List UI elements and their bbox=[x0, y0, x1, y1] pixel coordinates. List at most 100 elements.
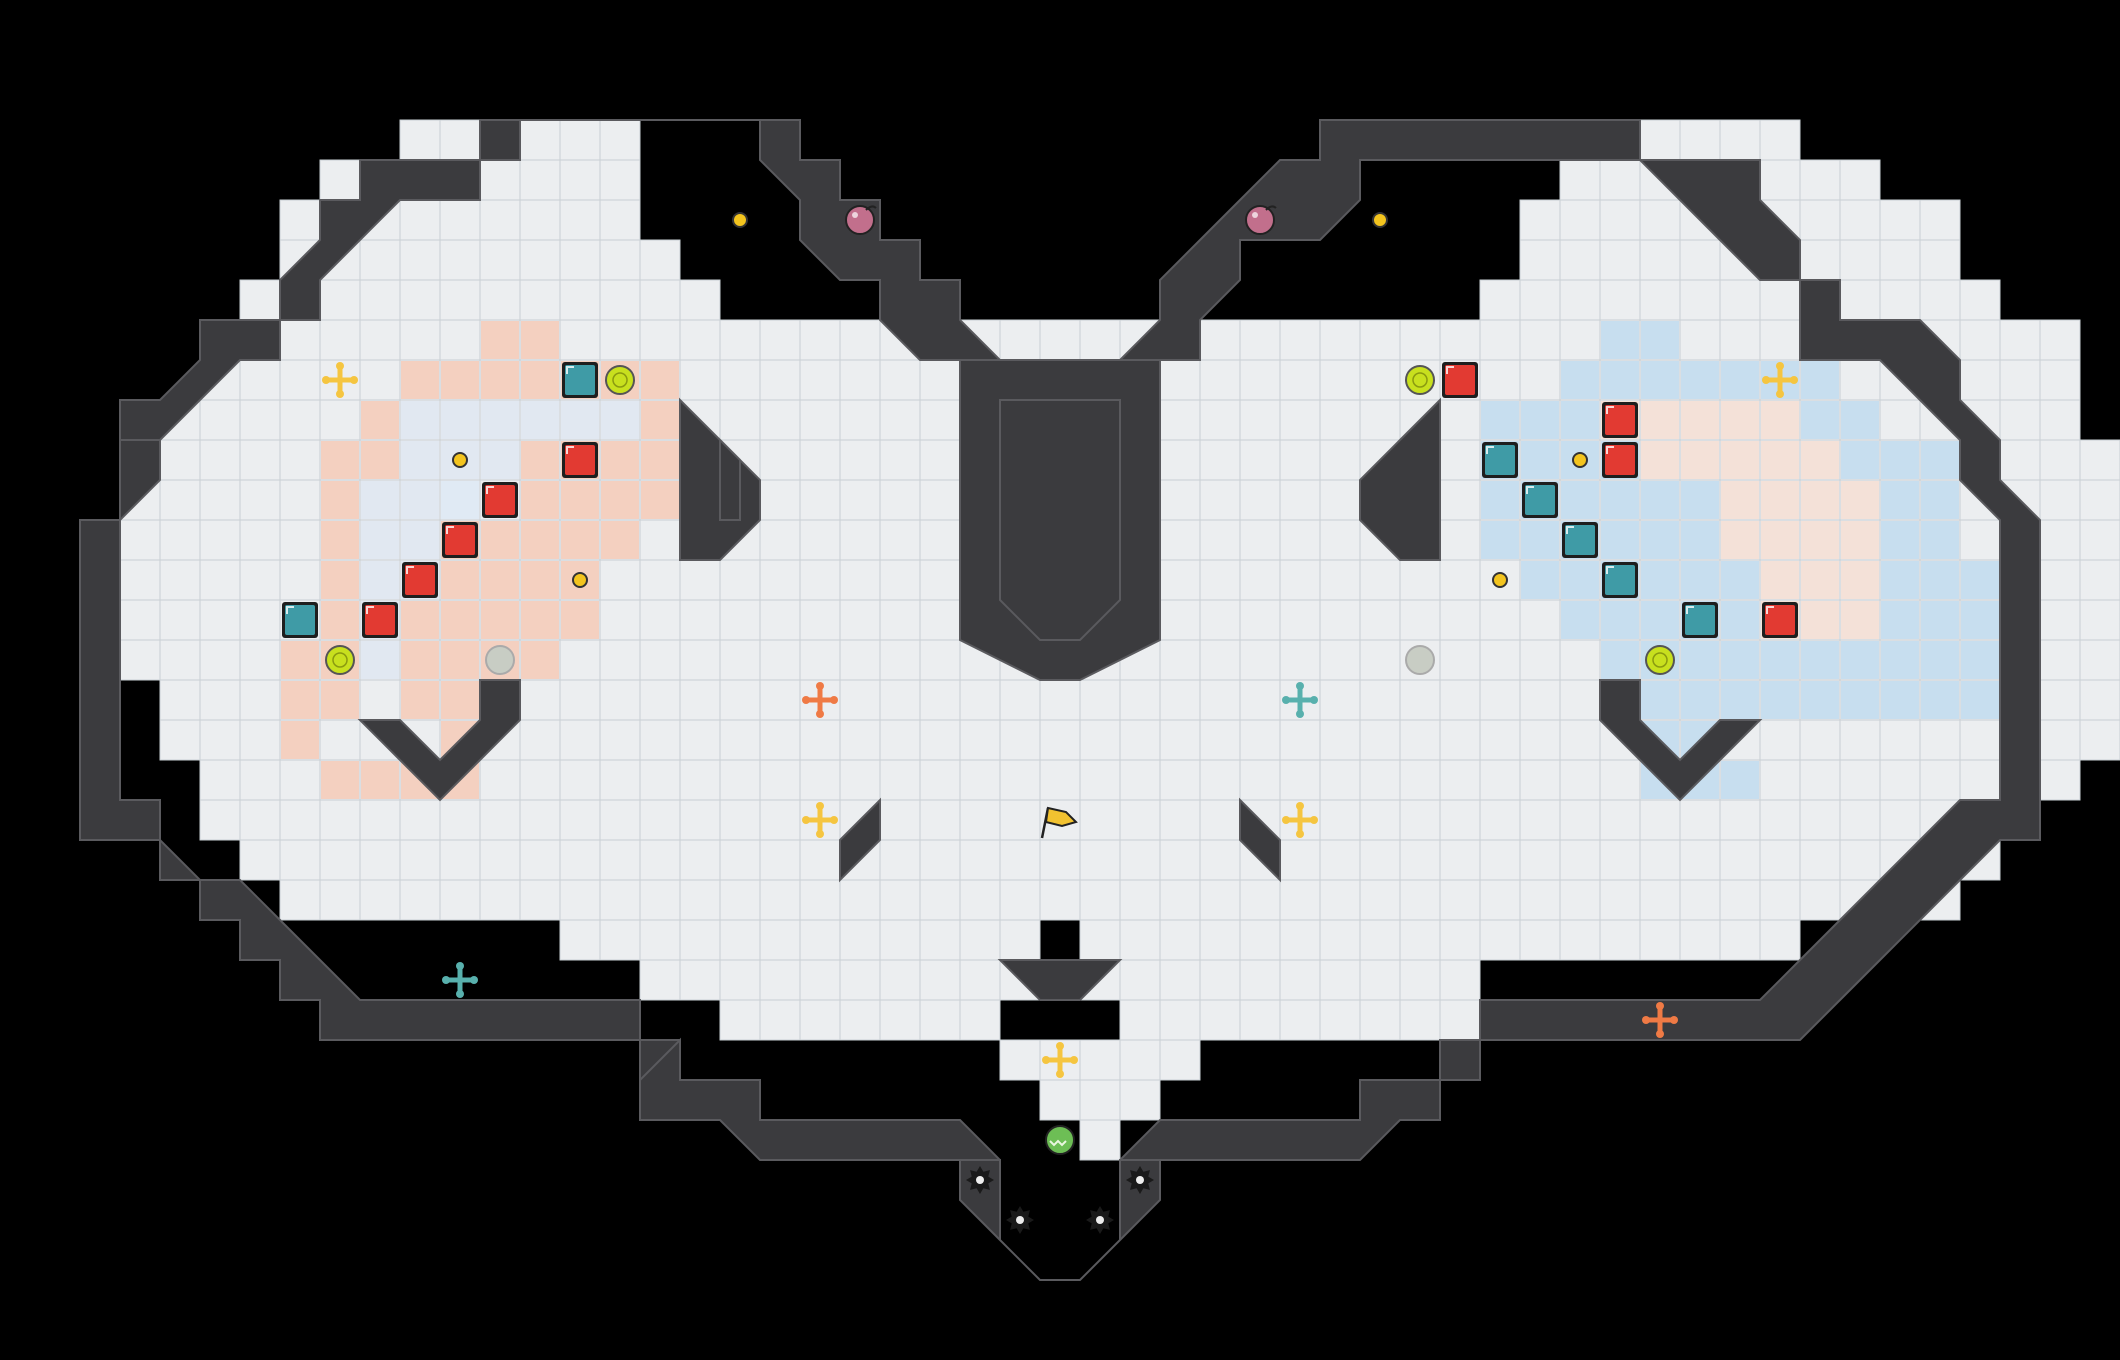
floor-tile bbox=[2039, 759, 2081, 801]
paint-tile bbox=[481, 401, 519, 439]
floor-tile bbox=[1879, 199, 1921, 241]
floor-tile bbox=[799, 839, 841, 881]
bomb-icon[interactable] bbox=[1245, 205, 1277, 235]
floor-tile bbox=[1159, 999, 1201, 1041]
floor-tile bbox=[1999, 399, 2041, 441]
button-icon-center bbox=[1412, 372, 1428, 388]
paint-tile bbox=[1681, 641, 1719, 679]
floor-tile bbox=[639, 839, 681, 881]
paint-tile bbox=[1881, 441, 1919, 479]
floor-tile bbox=[1159, 919, 1201, 961]
paint-tile bbox=[641, 361, 679, 399]
floor-tile bbox=[1319, 599, 1361, 641]
teal-block-icon bbox=[562, 362, 598, 398]
floor-tile bbox=[1279, 399, 1321, 441]
floor-tile bbox=[239, 639, 281, 681]
floor-tile bbox=[1159, 639, 1201, 681]
wall-segment bbox=[79, 439, 681, 1081]
floor-tile bbox=[919, 399, 961, 441]
floor-tile bbox=[239, 399, 281, 441]
cross-tip bbox=[1056, 1070, 1064, 1078]
goal-orb-icon[interactable] bbox=[1045, 1125, 1075, 1155]
floor-tile bbox=[719, 679, 761, 721]
floor-tile bbox=[759, 479, 801, 521]
wall-segment bbox=[1439, 279, 2041, 1081]
cross-tip bbox=[442, 976, 450, 984]
floor-tile bbox=[559, 679, 601, 721]
cross-tip bbox=[1656, 1030, 1664, 1038]
orange-check-right bbox=[1601, 401, 1879, 639]
paint-tile bbox=[1841, 441, 1879, 479]
paint-tile bbox=[321, 561, 359, 599]
floor-tile bbox=[279, 879, 321, 921]
floor-tile bbox=[1759, 759, 1801, 801]
floor-tile bbox=[959, 879, 1001, 921]
floor-tile bbox=[1119, 999, 1161, 1041]
floor-tile bbox=[1159, 519, 1201, 561]
red-block-icon-face bbox=[445, 525, 475, 555]
paint-tile bbox=[1721, 561, 1759, 599]
paint-tile bbox=[321, 441, 359, 479]
floor-tile bbox=[1279, 879, 1321, 921]
paint-tile bbox=[401, 361, 439, 399]
paint-tile bbox=[401, 601, 439, 639]
floor-tile bbox=[1319, 439, 1361, 481]
floor-tile bbox=[239, 519, 281, 561]
bomb-icon[interactable] bbox=[845, 205, 877, 235]
floor-tile bbox=[159, 639, 201, 681]
paint-tile bbox=[401, 401, 439, 439]
flag-cloth bbox=[1044, 806, 1078, 828]
paint-tile bbox=[1721, 761, 1759, 799]
red-block-icon-face bbox=[405, 565, 435, 595]
floor-tile bbox=[1239, 919, 1281, 961]
floor-tile bbox=[1399, 999, 1441, 1041]
floor-tile bbox=[1679, 319, 1721, 361]
floor-tile bbox=[919, 999, 961, 1041]
floor-tile bbox=[319, 879, 361, 921]
teal-block-icon-shine bbox=[1566, 526, 1574, 534]
paint-tile bbox=[1641, 601, 1679, 639]
floor-tile bbox=[319, 719, 361, 761]
paint-tile bbox=[1601, 481, 1639, 519]
floor-tile bbox=[2079, 479, 2120, 521]
floor-tile bbox=[879, 639, 921, 681]
gear-hub bbox=[1016, 1216, 1024, 1224]
red-block-icon-shine bbox=[1606, 406, 1614, 414]
floor-tile bbox=[839, 479, 881, 521]
floor-tile bbox=[559, 119, 601, 161]
floor-tile bbox=[1719, 319, 1761, 361]
red-block-icon-shine bbox=[1606, 446, 1614, 454]
floor-tile bbox=[1799, 879, 1841, 921]
floor-tile bbox=[1759, 839, 1801, 881]
gear-icon bbox=[1126, 1166, 1154, 1194]
floor-tile bbox=[1199, 599, 1241, 641]
floor-tile bbox=[679, 679, 721, 721]
paint-tile bbox=[1561, 481, 1599, 519]
floor-tile bbox=[439, 119, 481, 161]
floor-tile bbox=[839, 439, 881, 481]
floor-tile bbox=[1839, 279, 1881, 321]
floor-tile bbox=[559, 159, 601, 201]
floor-tile bbox=[1279, 439, 1321, 481]
floor-tile bbox=[1239, 319, 1281, 361]
floor-tile bbox=[999, 719, 1041, 761]
flag-icon[interactable] bbox=[1040, 806, 1078, 839]
floor-tile bbox=[959, 719, 1001, 761]
floor-tile bbox=[1519, 359, 1561, 401]
floor-tile bbox=[1599, 879, 1641, 921]
paint-tile bbox=[1881, 641, 1919, 679]
floor-tile bbox=[719, 759, 761, 801]
cross-tip bbox=[1670, 1016, 1678, 1024]
floor-tile bbox=[1399, 319, 1441, 361]
floor-tile bbox=[1279, 999, 1321, 1041]
floor-tile bbox=[1319, 959, 1361, 1001]
cross-tip bbox=[830, 816, 838, 824]
floor-tile bbox=[839, 399, 881, 441]
floor-tile bbox=[479, 239, 521, 281]
paint-tile bbox=[401, 681, 439, 719]
paint-tile bbox=[481, 321, 519, 359]
floor-tile bbox=[1799, 239, 1841, 281]
floor-tile bbox=[1599, 279, 1641, 321]
floor-tile bbox=[1679, 919, 1721, 961]
paint-tile bbox=[561, 481, 599, 519]
